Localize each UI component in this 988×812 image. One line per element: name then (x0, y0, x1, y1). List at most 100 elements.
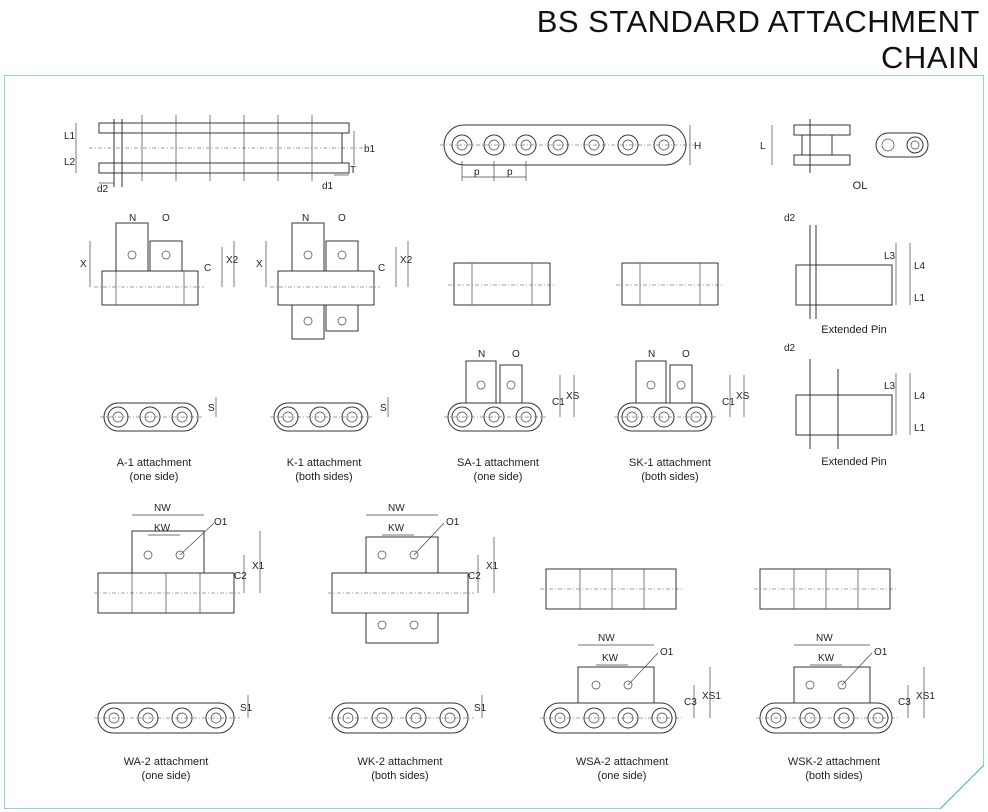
caption-k1-line1: K-1 attachment (287, 457, 362, 469)
k1-side: S K-1 attachment (both sides) (270, 397, 389, 483)
dim-XS1-wsa2: XS1 (702, 691, 721, 702)
dim-N-k: N (302, 213, 309, 224)
dim-X1-wk: X1 (486, 561, 499, 572)
dim-T: T (350, 165, 356, 176)
dim-S-a1: S (208, 403, 215, 414)
dim-p-2: p (507, 167, 513, 178)
dim-NW-wk: NW (388, 503, 405, 514)
dim-L4-ext1: L4 (914, 261, 926, 272)
chain-side-view: p p H (440, 124, 701, 181)
dim-O1-wsk2: O1 (874, 647, 888, 658)
dim-L: L (760, 141, 766, 152)
dim-C1-sa1: C1 (552, 397, 565, 408)
sa1-side: N O C1 XS SA-1 attachment (one side) (444, 349, 580, 483)
dim-O-sk1: O (682, 349, 690, 360)
dim-XS-sk1: XS (736, 391, 750, 402)
dim-L1-ext1: L1 (914, 293, 926, 304)
dim-X2-a: X2 (226, 255, 239, 266)
dim-S-k1: S (380, 403, 387, 414)
page-title: BS STANDARD ATTACHMENT CHAIN (536, 4, 980, 75)
dim-b1: b1 (364, 144, 376, 155)
caption-a1-line2: (one side) (130, 471, 179, 483)
dim-L3-ext2: L3 (884, 381, 896, 392)
dim-L3-ext1: L3 (884, 251, 896, 262)
wsk2-side: NW KW O1 C3 XS1 WSK-2 attachment (both s… (756, 633, 935, 782)
caption-wsk2-line2: (both sides) (805, 770, 862, 782)
chain-plan-view: L1 L2 d2 d1 b1 T (64, 115, 376, 195)
dim-X-a: X (80, 259, 87, 270)
dim-C3-wsa2: C3 (684, 697, 697, 708)
dim-d1: d1 (322, 181, 334, 192)
caption-wk2-line1: WK-2 attachment (358, 756, 443, 768)
caption-extended-pin-1: Extended Pin (821, 324, 886, 336)
dim-KW-wk: KW (388, 523, 405, 534)
dim-KW-wsa2: KW (602, 653, 619, 664)
dim-O-k: O (338, 213, 346, 224)
extended-pin-2: d2 L3 L4 L1 Extended Pin (784, 343, 926, 468)
caption-sa1-line1: SA-1 attachment (457, 457, 539, 469)
extended-pin-1: d2 L3 L4 L1 Extended Pin (784, 213, 926, 336)
wsa2-side: NW KW O1 C3 XS1 WSA-2 attachment (one si… (540, 633, 721, 782)
sk1-side: N O C1 XS SK-1 attachment (both sides) (614, 349, 750, 483)
wa-plan: NW KW O1 C2 X1 (94, 503, 265, 614)
caption-wa2-line1: WA-2 attachment (124, 756, 209, 768)
dim-d2: d2 (97, 184, 109, 195)
caption-sk1-line1: SK-1 attachment (629, 457, 711, 469)
dim-O-sa1: O (512, 349, 520, 360)
sk-plan (616, 262, 724, 306)
dim-O1-wsa2: O1 (660, 647, 674, 658)
dim-C3-wsk2: C3 (898, 697, 911, 708)
dim-d2-ext1: d2 (784, 213, 796, 224)
caption-k1-line2: (both sides) (295, 471, 352, 483)
caption-sa1-line2: (one side) (474, 471, 523, 483)
dim-C2-wa: C2 (234, 571, 247, 582)
wa2-side: S1 WA-2 attachment (one side) (94, 695, 253, 782)
chain-diagram: L1 L2 d2 d1 b1 T p p H L OL (4, 75, 984, 809)
wk-plan: NW KW O1 C2 X1 (328, 503, 499, 644)
wsk-plan (754, 568, 896, 610)
dim-NW-wsa2: NW (598, 633, 615, 644)
dim-H: H (694, 141, 701, 152)
a-attachment-plan: N O X C X2 (80, 213, 239, 306)
a1-side: S A-1 attachment (one side) (100, 397, 217, 483)
caption-wa2-line2: (one side) (142, 770, 191, 782)
dim-NW-wa: NW (154, 503, 171, 514)
dim-C-a: C (204, 263, 211, 274)
caption-wsa2-line1: WSA-2 attachment (576, 756, 668, 768)
dim-X-k: X (256, 259, 263, 270)
dim-C-k: C (378, 263, 385, 274)
dim-N-sa1: N (478, 349, 485, 360)
dim-S1-wa2: S1 (240, 703, 253, 714)
dim-KW-wsk2: KW (818, 653, 835, 664)
dim-d2-ext2: d2 (784, 343, 796, 354)
caption-sk1-line2: (both sides) (641, 471, 698, 483)
caption-ol: OL (853, 180, 868, 192)
dim-XS-sa1: XS (566, 391, 580, 402)
dim-O1-wk: O1 (446, 517, 460, 528)
dim-XS1-wsk2: XS1 (916, 691, 935, 702)
dim-C2-wk: C2 (468, 571, 481, 582)
dim-C1-sk1: C1 (722, 397, 735, 408)
dim-KW-wa: KW (154, 523, 171, 534)
dim-O1-wa: O1 (214, 517, 228, 528)
dim-L1: L1 (64, 131, 76, 142)
dim-O-a: O (162, 213, 170, 224)
dim-L2: L2 (64, 157, 76, 168)
caption-a1-line1: A-1 attachment (117, 457, 192, 469)
dim-N-sk1: N (648, 349, 655, 360)
caption-wsk2-line1: WSK-2 attachment (788, 756, 880, 768)
frame-border (4, 75, 984, 809)
dim-N-a: N (129, 213, 136, 224)
dim-p-1: p (474, 167, 480, 178)
caption-wsa2-line2: (one side) (598, 770, 647, 782)
dim-X1-wa: X1 (252, 561, 265, 572)
diagram-frame: L1 L2 d2 d1 b1 T p p H L OL (4, 75, 984, 809)
caption-extended-pin-2: Extended Pin (821, 456, 886, 468)
dim-L1-ext2: L1 (914, 423, 926, 434)
dim-X2-k: X2 (400, 255, 413, 266)
caption-wk2-line2: (both sides) (371, 770, 428, 782)
dim-S1-wk2: S1 (474, 703, 487, 714)
dim-NW-wsk2: NW (816, 633, 833, 644)
sa-plan (448, 262, 556, 306)
offset-link-view: L OL (760, 119, 929, 192)
